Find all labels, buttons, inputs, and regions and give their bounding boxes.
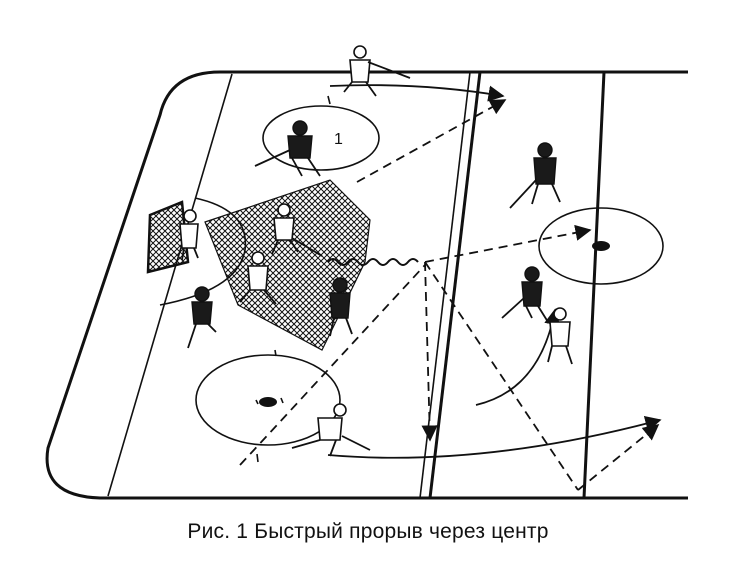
skate-path-bottom <box>328 420 660 458</box>
center-dot <box>592 241 610 251</box>
faceoff-hash-bottom-left <box>256 400 258 404</box>
blue-line-inner <box>420 72 470 498</box>
faceoff-hash-bottom-right <box>281 398 283 403</box>
faceoff-dot-bottom <box>259 397 277 407</box>
rink-boards <box>47 72 688 498</box>
player-dark-right-mid <box>502 267 548 322</box>
player-white-right <box>548 308 572 364</box>
board-tick-top <box>328 96 330 104</box>
figure-caption: Рис. 1 Быстрый прорыв через центр <box>0 520 736 544</box>
skate-path-right <box>476 310 555 405</box>
faceoff-circle-top <box>263 106 379 170</box>
pass-line-3 <box>425 262 430 440</box>
blue-line-outer <box>430 72 480 498</box>
player-dark-right <box>510 143 560 208</box>
pass-line-5 <box>578 425 658 490</box>
goal-line <box>108 74 232 496</box>
faceoff-circle-top-label: 1 <box>334 131 343 148</box>
hockey-rink-diagram: 1 <box>0 0 736 510</box>
board-tick-bottom-2 <box>275 350 276 356</box>
board-tick-bottom <box>257 454 258 462</box>
player-white-bottom <box>292 404 370 456</box>
